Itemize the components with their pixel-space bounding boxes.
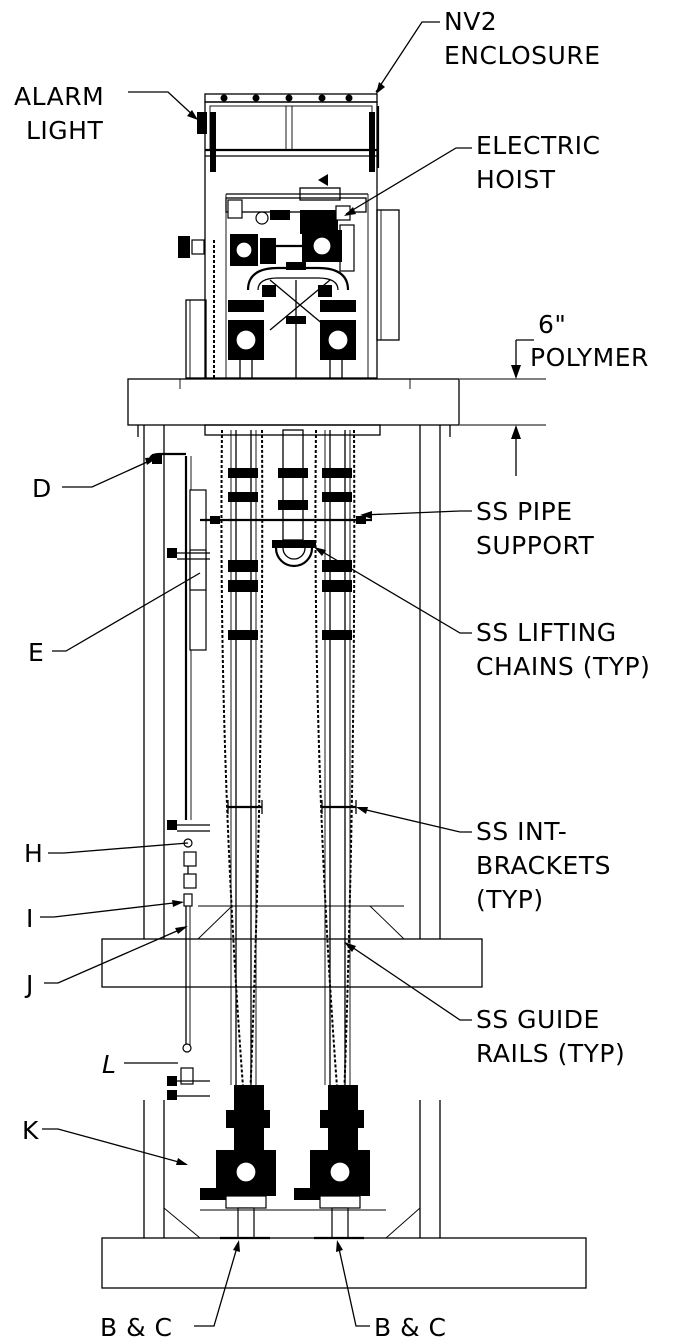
label-h: H bbox=[24, 839, 43, 868]
label-ss-int: SS INT- bbox=[476, 817, 567, 846]
label-e: E bbox=[28, 638, 44, 667]
pumps bbox=[200, 1085, 370, 1239]
polymer-lid bbox=[127, 378, 460, 437]
nv2-enclosure bbox=[185, 93, 400, 379]
label-enclosure: ENCLOSURE bbox=[444, 41, 601, 70]
leader-lines bbox=[40, 21, 472, 1327]
label-j: J bbox=[24, 970, 34, 999]
label-ss-guide: SS GUIDE bbox=[476, 1005, 600, 1034]
label-d: D bbox=[32, 474, 52, 503]
label-alarm: ALARM bbox=[14, 82, 104, 111]
label-typ: (TYP) bbox=[476, 885, 544, 914]
label-electric: ELECTRIC bbox=[476, 131, 600, 160]
callout-labels: NV2 ENCLOSURE ALARM LIGHT ELECTRIC HOIST… bbox=[14, 7, 650, 1342]
label-k: K bbox=[22, 1116, 39, 1145]
label-ss-pipe: SS PIPE bbox=[476, 497, 573, 526]
base-slab bbox=[101, 1100, 587, 1289]
label-l: L bbox=[102, 1050, 116, 1079]
label-bc-left: B & C bbox=[100, 1313, 173, 1342]
label-six-inch: 6" bbox=[538, 310, 566, 339]
label-rails-typ: RAILS (TYP) bbox=[476, 1039, 625, 1068]
label-chains-typ: CHAINS (TYP) bbox=[476, 652, 650, 681]
polymer-dimension bbox=[460, 339, 546, 476]
label-brackets: BRACKETS bbox=[476, 851, 611, 880]
guide-rails bbox=[200, 429, 372, 1101]
label-ss-lifting: SS LIFTING bbox=[476, 618, 617, 647]
label-i: I bbox=[26, 904, 34, 933]
label-polymer: POLYMER bbox=[530, 343, 649, 372]
label-nv2: NV2 bbox=[444, 7, 497, 36]
label-bc-right: B & C bbox=[374, 1313, 447, 1342]
valve-assembly bbox=[178, 230, 356, 378]
level-assembly bbox=[148, 452, 210, 1100]
label-hoist: HOIST bbox=[476, 165, 556, 194]
label-light: LIGHT bbox=[26, 116, 103, 145]
label-support: SUPPORT bbox=[476, 531, 595, 560]
